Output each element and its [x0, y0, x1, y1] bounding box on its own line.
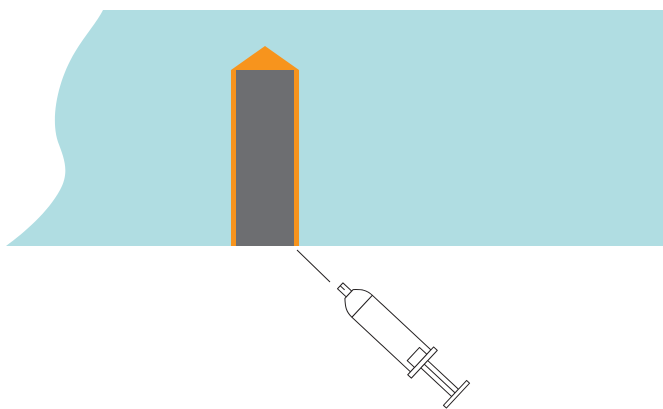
- water-region: [6, 10, 663, 246]
- tubing-line: [296, 249, 331, 283]
- column-cap: [231, 46, 299, 70]
- column-icon: [231, 46, 299, 246]
- syringe-plunger-stopper: [406, 346, 428, 368]
- syringe-thumb-press: [442, 379, 471, 409]
- syringe-icon: [336, 282, 471, 409]
- column-body: [236, 70, 294, 246]
